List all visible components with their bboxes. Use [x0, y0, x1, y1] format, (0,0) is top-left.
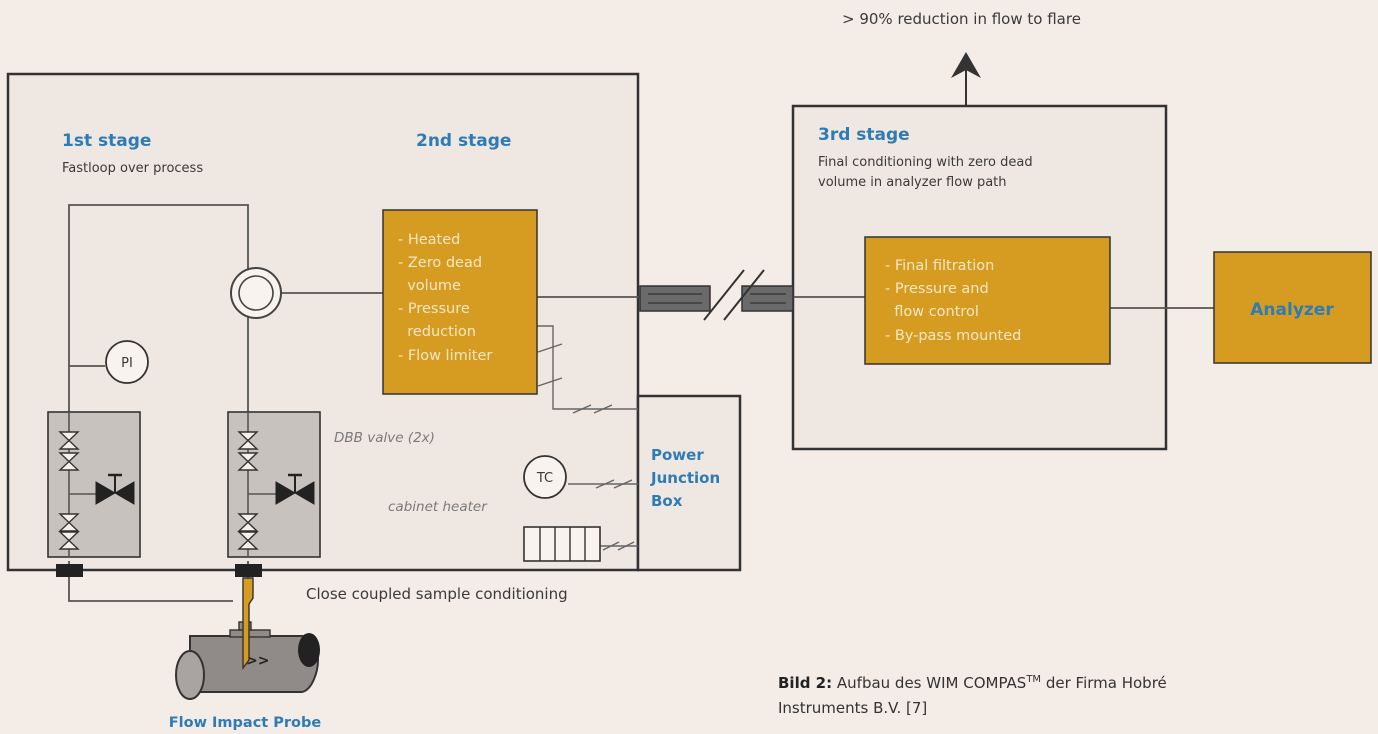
- stage2-feature: - Heated: [398, 232, 460, 248]
- caption-label: Bild 2:: [778, 674, 833, 692]
- stage2-feature: - Flow limiter: [398, 348, 492, 364]
- stage3-feature-list: - Final filtration - Pressure and flow c…: [885, 258, 1021, 344]
- temperature-controller: [523, 455, 567, 499]
- stage3-feature: flow control: [885, 304, 979, 320]
- flow-impact-probe: [242, 577, 254, 671]
- pressure-indicator: [105, 340, 149, 384]
- stage3-feature: - By-pass mounted: [885, 328, 1021, 344]
- junction-label-line: Junction: [650, 469, 720, 487]
- analyzer-label: Analyzer: [1250, 300, 1334, 320]
- stage2-title: 2nd stage: [416, 131, 511, 151]
- process-pipe: >>: [175, 621, 320, 700]
- pi-label: PI: [121, 356, 133, 371]
- tc-label: TC: [536, 471, 553, 486]
- dbb-valve-left: [47, 411, 141, 558]
- stage2-feature: - Pressure: [398, 301, 470, 317]
- dbb-valve-label: DBB valve (2x): [334, 430, 435, 446]
- junction-label-line: Box: [651, 492, 683, 510]
- filter-icon: [230, 267, 282, 319]
- stage1-title: 1st stage: [62, 131, 151, 151]
- caption-text-cont: der Firma Hobré: [1041, 674, 1167, 692]
- probe-label: Flow Impact Probe: [169, 715, 322, 731]
- junction-label-line: Power: [651, 446, 704, 464]
- stage3-subtitle-line: Final conditioning with zero dead: [818, 155, 1033, 170]
- caption-trademark: TM: [1026, 674, 1042, 685]
- caption-line-2: Instruments B.V. [7]: [778, 699, 928, 717]
- stage2-feature: - Zero dead: [398, 255, 482, 271]
- cabinet-label: Close coupled sample conditioning: [306, 585, 568, 603]
- power-junction-box: [636, 394, 742, 572]
- stage3-box: [864, 236, 1111, 365]
- analyzer-box: [1213, 251, 1372, 364]
- stage3-feature: - Final filtration: [885, 258, 994, 274]
- cabinet-heater-icon: [523, 526, 601, 562]
- up-arrow-icon: [951, 52, 981, 106]
- stage1-subtitle: Fastloop over process: [62, 161, 203, 176]
- figure-caption: Bild 2: Aufbau des WIM COMPASTM der Firm…: [778, 667, 1198, 721]
- stage3-subtitle-line: volume in analyzer flow path: [818, 175, 1007, 190]
- heated-transfer-line: [639, 269, 794, 321]
- stage3-feature: - Pressure and: [885, 281, 989, 297]
- right-coupling: [235, 564, 262, 577]
- stage2-feature: reduction: [398, 324, 476, 340]
- stage3-title: 3rd stage: [818, 125, 910, 145]
- left-coupling: [56, 564, 83, 577]
- stage2-feature-list: - Heated - Zero dead volume - Pressure r…: [398, 232, 492, 364]
- stage2-feature: volume: [398, 278, 461, 294]
- dbb-valve-right: [227, 411, 321, 558]
- cabinet-heater-label: cabinet heater: [388, 499, 488, 515]
- flow-reduction-note: > 90% reduction in flow to flare: [842, 10, 1081, 28]
- svg-text:>>: >>: [246, 653, 269, 669]
- caption-text: Aufbau des WIM COMPAS: [832, 674, 1027, 692]
- caption-line-1: Bild 2: Aufbau des WIM COMPASTM der Firm…: [778, 667, 1198, 696]
- electrical-lines: [537, 325, 638, 551]
- stage2-box: [382, 209, 538, 395]
